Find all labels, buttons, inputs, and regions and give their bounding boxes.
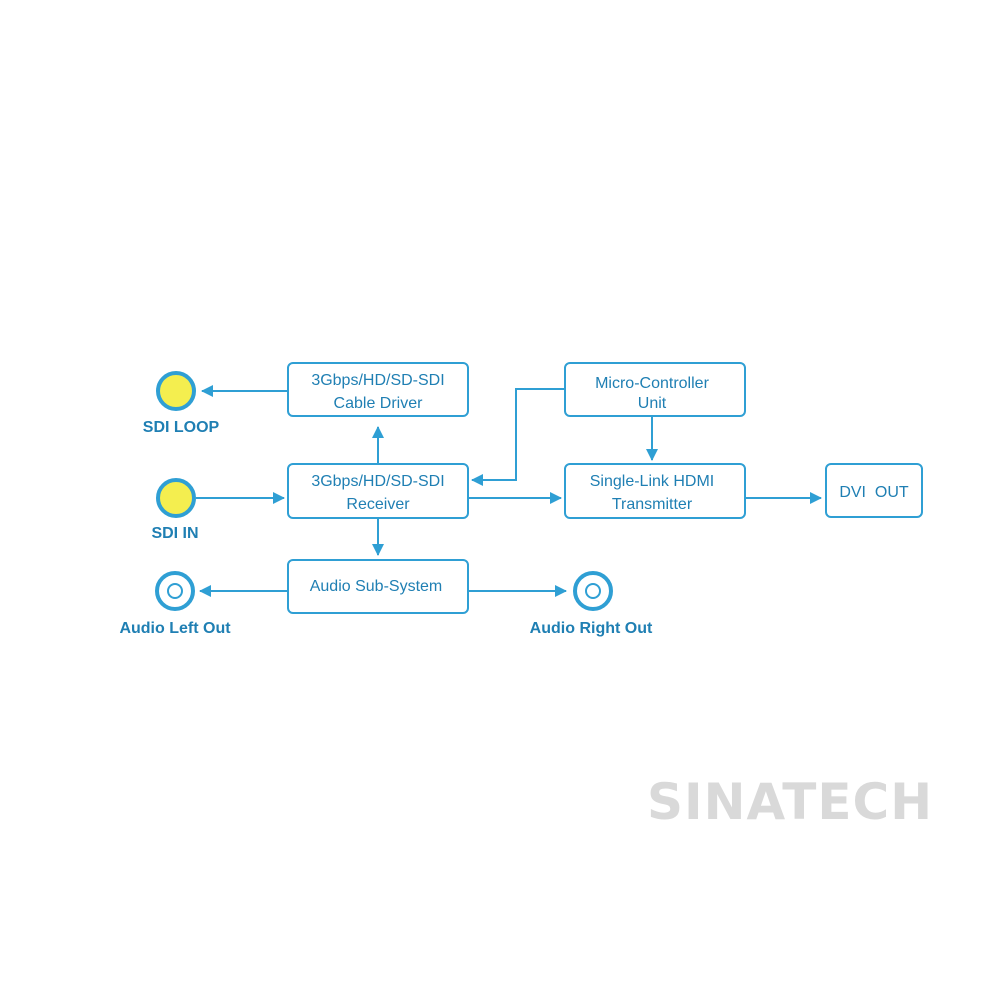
sdi-loop-connector: SDI LOOP: [143, 371, 220, 436]
audio-right-connector: Audio Right Out: [530, 571, 653, 637]
sdi-loop-label: SDI LOOP: [143, 419, 220, 436]
audio-left-label: Audio Left Out: [119, 620, 231, 637]
hdmi-transmitter-block: Single-Link HDMI Transmitter: [564, 463, 746, 519]
audio-subsystem-label: Audio Sub-System: [310, 578, 443, 595]
micro-controller-line1: Micro-Controller: [595, 375, 709, 392]
rca-jack-center-icon: [167, 583, 183, 599]
dvi-out-label: DVI OUT: [839, 484, 909, 501]
cable-driver-block: 3Gbps/HD/SD-SDI Cable Driver: [287, 362, 469, 417]
cable-driver-line1: 3Gbps/HD/SD-SDI: [311, 372, 444, 389]
receiver-line1: 3Gbps/HD/SD-SDI: [311, 473, 444, 490]
sdi-in-label: SDI IN: [151, 525, 198, 542]
arrow-micro-to-receiver: [471, 388, 565, 486]
watermark-logo: SINATECH: [647, 773, 933, 831]
hdmi-transmitter-line2: Transmitter: [612, 496, 693, 513]
micro-controller-line2: Unit: [638, 395, 667, 412]
micro-controller-block: Micro-Controller Unit: [564, 362, 746, 417]
hdmi-transmitter-line1: Single-Link HDMI: [590, 473, 714, 490]
bnc-icon: [156, 371, 196, 411]
rca-jack-center-icon: [585, 583, 601, 599]
dvi-out-block: DVI OUT: [825, 463, 923, 518]
cable-driver-line2: Cable Driver: [334, 395, 424, 412]
bnc-icon: [156, 478, 196, 518]
receiver-block: 3Gbps/HD/SD-SDI Receiver: [287, 463, 469, 519]
sdi-in-connector: SDI IN: [151, 478, 199, 542]
audio-left-connector: Audio Left Out: [119, 571, 231, 637]
receiver-line2: Receiver: [346, 496, 410, 513]
audio-right-label: Audio Right Out: [530, 620, 653, 637]
audio-subsystem-block: Audio Sub-System: [287, 559, 469, 614]
